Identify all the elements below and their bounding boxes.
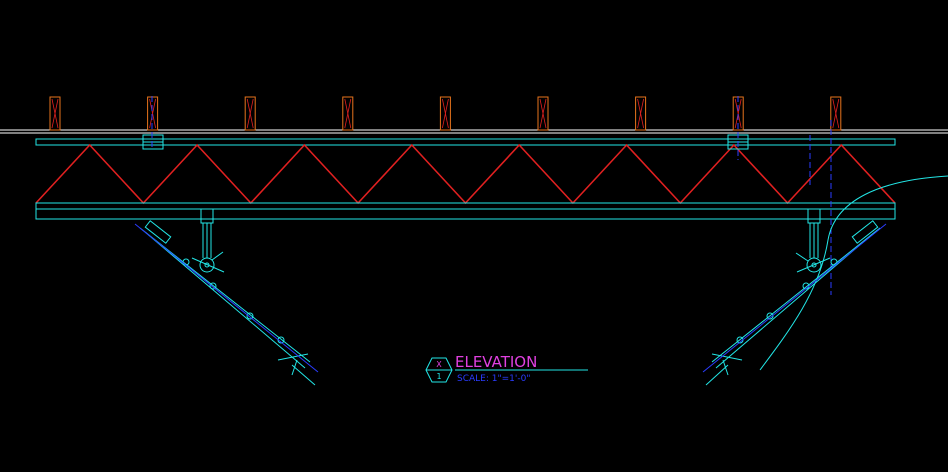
sheet-mark: 1 — [436, 372, 441, 381]
joist-2 — [147, 96, 159, 131]
left-brace-assembly — [139, 208, 316, 386]
joist-6 — [537, 96, 549, 131]
joist-7 — [635, 96, 647, 131]
detail-mark: X — [436, 360, 442, 369]
joist-1 — [49, 96, 61, 131]
joist-row — [49, 96, 842, 131]
blue-centerlines — [151, 96, 832, 295]
truss-web-diagonals — [35, 143, 896, 205]
bottom-chord — [35, 202, 896, 220]
elevation-title-block: X 1 ELEVATION SCALE: 1"=1'-0" — [425, 353, 588, 384]
roof-deck-line — [0, 129, 948, 134]
right-brace-centerline — [702, 223, 887, 373]
splice-plate-left — [142, 134, 164, 150]
top-chord — [35, 138, 896, 146]
joist-3 — [244, 96, 256, 131]
right-brace-assembly — [705, 208, 881, 386]
left-brace-centerline — [134, 223, 319, 373]
drawing-title: ELEVATION — [455, 353, 537, 371]
joist-9 — [830, 96, 842, 131]
curved-edge-line — [759, 175, 948, 371]
joist-5 — [439, 96, 451, 131]
drawing-scale: SCALE: 1"=1'-0" — [457, 374, 530, 384]
joist-4 — [342, 96, 354, 131]
